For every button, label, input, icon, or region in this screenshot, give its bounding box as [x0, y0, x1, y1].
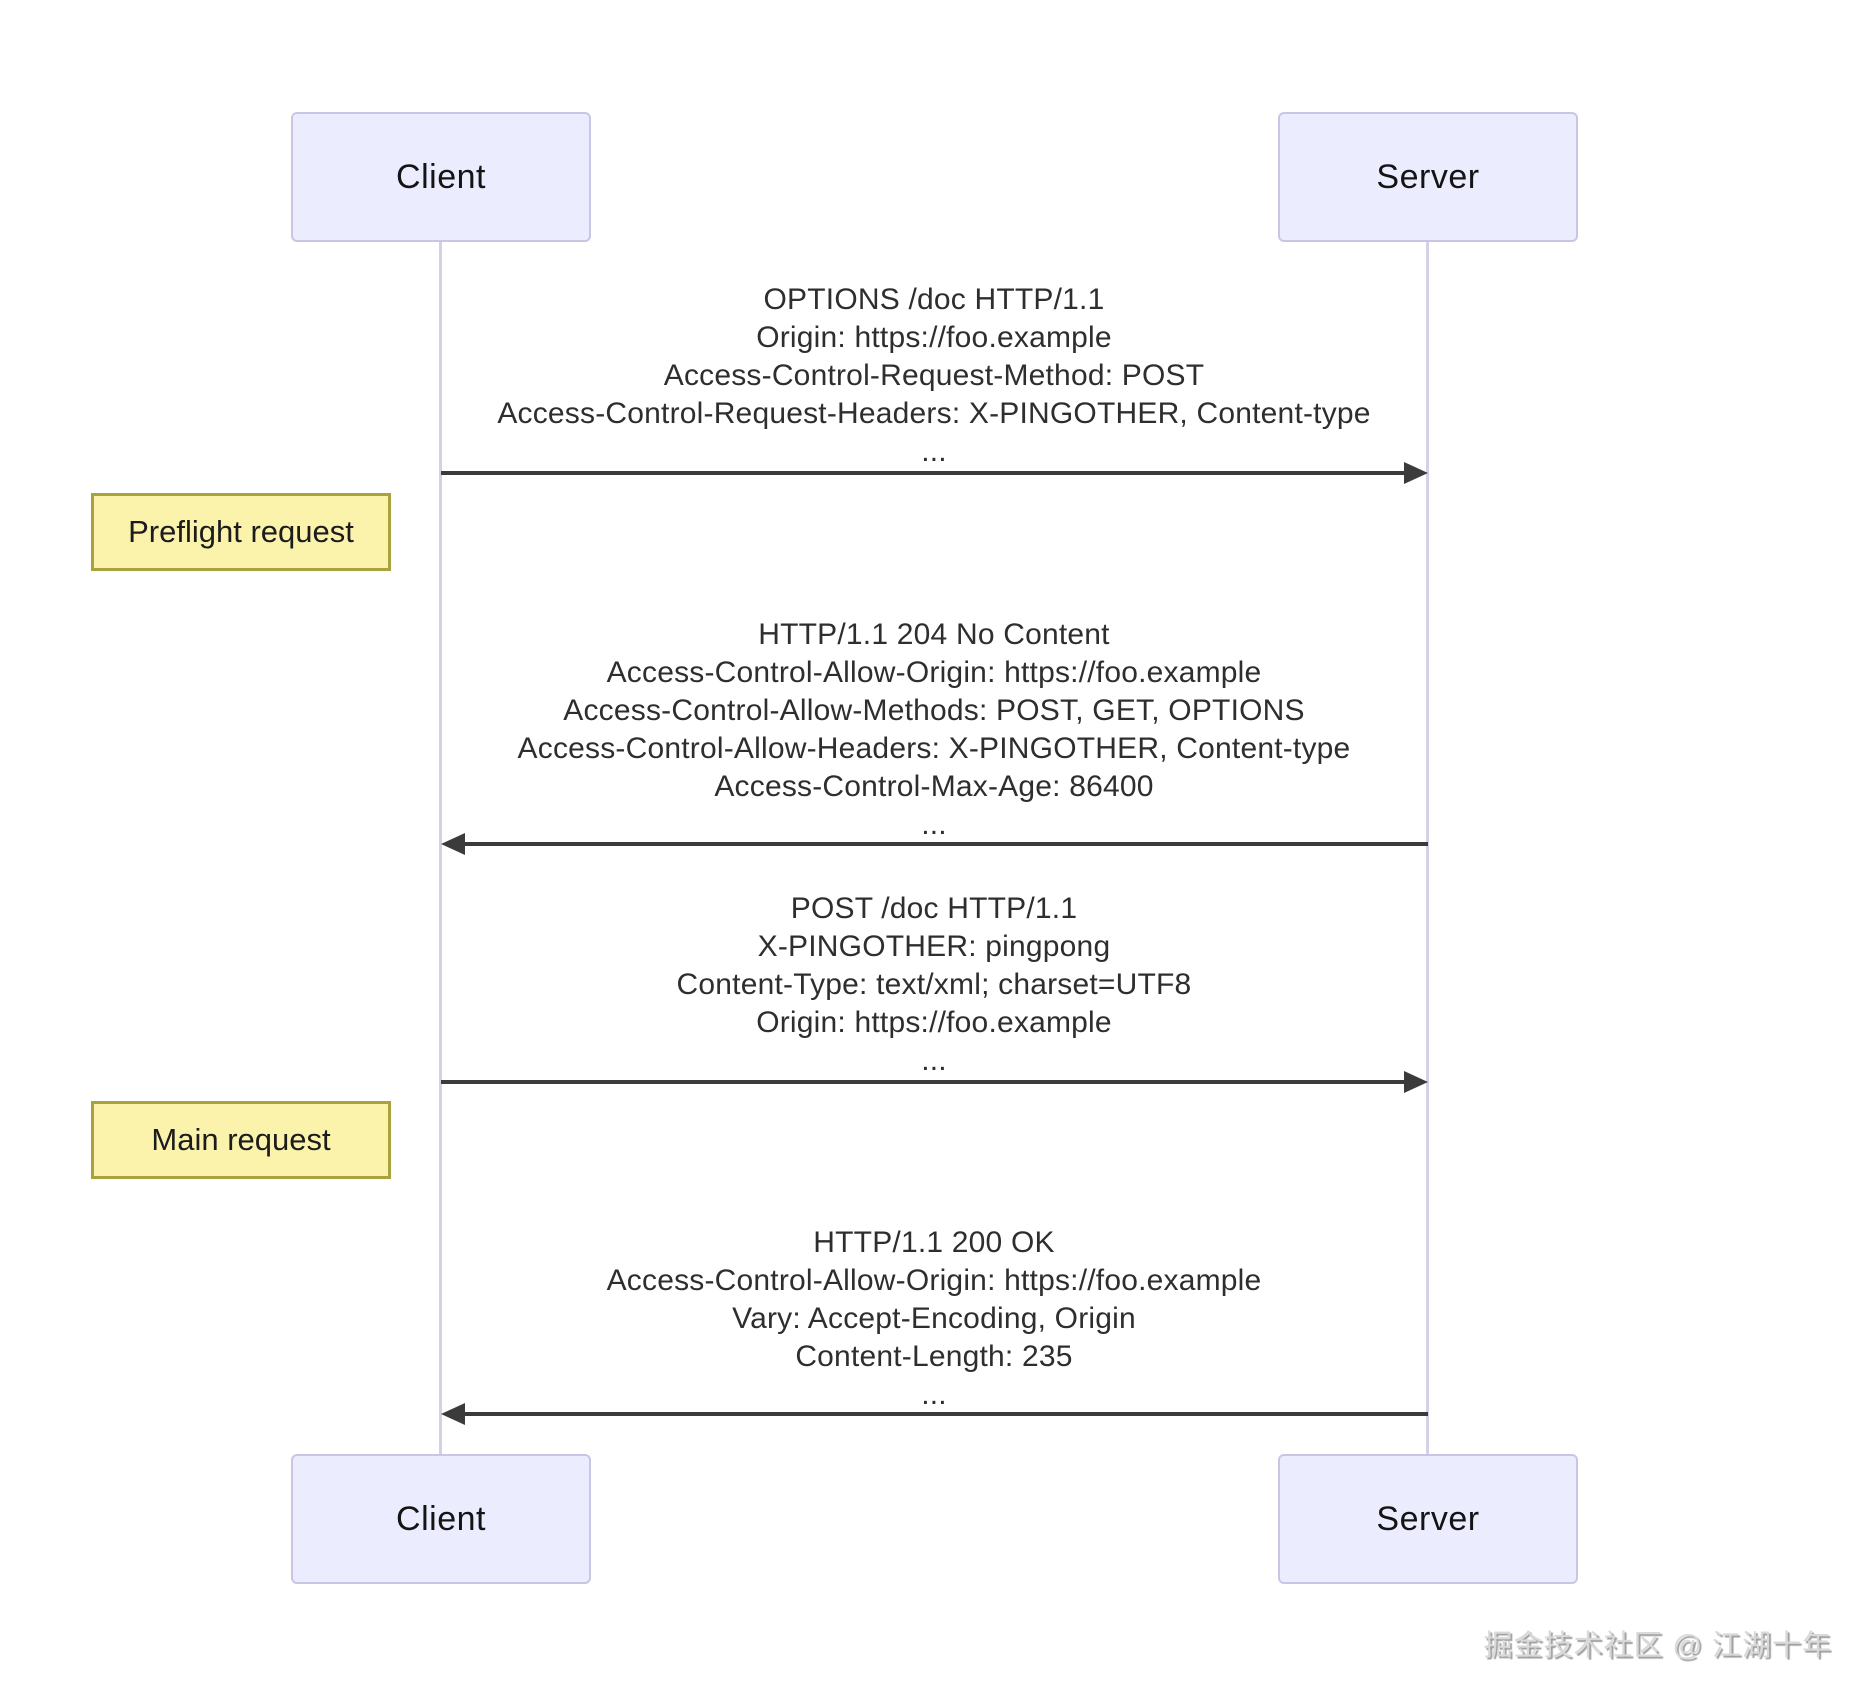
- arrow-line-preflight-request: [441, 471, 1404, 475]
- message-main-request: POST /doc HTTP/1.1 X-PINGOTHER: pingpong…: [442, 890, 1426, 1080]
- message-line: OPTIONS /doc HTTP/1.1: [763, 283, 1105, 316]
- note-label: Preflight request: [128, 514, 354, 549]
- arrowhead-right-icon: [1404, 1071, 1428, 1093]
- message-line: Access-Control-Allow-Origin: https://foo…: [606, 656, 1262, 689]
- actor-box-server-bottom: Server: [1278, 1454, 1578, 1584]
- arrow-line-main-response: [465, 1412, 1428, 1416]
- message-line: Access-Control-Allow-Origin: https://foo…: [606, 1264, 1262, 1297]
- message-line-ellipsis: ...: [921, 435, 947, 468]
- lifeline-client: [439, 242, 442, 1454]
- arrowhead-left-icon: [441, 1403, 465, 1425]
- message-line: Access-Control-Request-Headers: X-PINGOT…: [497, 397, 1371, 430]
- message-main-response: HTTP/1.1 200 OK Access-Control-Allow-Ori…: [442, 1224, 1426, 1414]
- arrow-line-main-request: [441, 1080, 1404, 1084]
- message-line: HTTP/1.1 204 No Content: [758, 618, 1110, 651]
- message-line-ellipsis: ...: [921, 808, 947, 841]
- note-label: Main request: [151, 1122, 331, 1157]
- note-main-request: Main request: [91, 1101, 391, 1179]
- message-line-ellipsis: ...: [921, 1044, 947, 1077]
- arrowhead-right-icon: [1404, 462, 1428, 484]
- message-line: Content-Length: 235: [795, 1340, 1073, 1373]
- message-line: Origin: https://foo.example: [756, 321, 1112, 354]
- message-preflight-request: OPTIONS /doc HTTP/1.1 Origin: https://fo…: [442, 281, 1426, 471]
- message-line-ellipsis: ...: [921, 1378, 947, 1411]
- actor-box-client-bottom: Client: [291, 1454, 591, 1584]
- actor-box-client-top: Client: [291, 112, 591, 242]
- message-line: Access-Control-Max-Age: 86400: [714, 770, 1154, 803]
- arrow-line-preflight-response: [465, 842, 1428, 846]
- lifeline-server: [1426, 242, 1429, 1454]
- message-line: Access-Control-Allow-Methods: POST, GET,…: [563, 694, 1305, 727]
- message-line: X-PINGOTHER: pingpong: [757, 930, 1111, 963]
- actor-label-client: Client: [396, 1499, 486, 1538]
- message-line: Vary: Accept-Encoding, Origin: [732, 1302, 1136, 1335]
- message-preflight-response: HTTP/1.1 204 No Content Access-Control-A…: [442, 616, 1426, 844]
- watermark-text: 掘金技术社区 @ 江湖十年: [1483, 1630, 1832, 1662]
- message-line: Access-Control-Allow-Headers: X-PINGOTHE…: [517, 732, 1351, 765]
- message-line: POST /doc HTTP/1.1: [790, 892, 1078, 925]
- arrowhead-left-icon: [441, 833, 465, 855]
- message-line: Origin: https://foo.example: [756, 1006, 1112, 1039]
- actor-label-server: Server: [1376, 1499, 1480, 1538]
- message-line: Access-Control-Request-Method: POST: [663, 359, 1205, 392]
- actor-label-client: Client: [396, 157, 486, 196]
- message-line: HTTP/1.1 200 OK: [813, 1226, 1055, 1259]
- actor-label-server: Server: [1376, 157, 1480, 196]
- message-line: Content-Type: text/xml; charset=UTF8: [676, 968, 1192, 1001]
- note-preflight-request: Preflight request: [91, 493, 391, 571]
- actor-box-server-top: Server: [1278, 112, 1578, 242]
